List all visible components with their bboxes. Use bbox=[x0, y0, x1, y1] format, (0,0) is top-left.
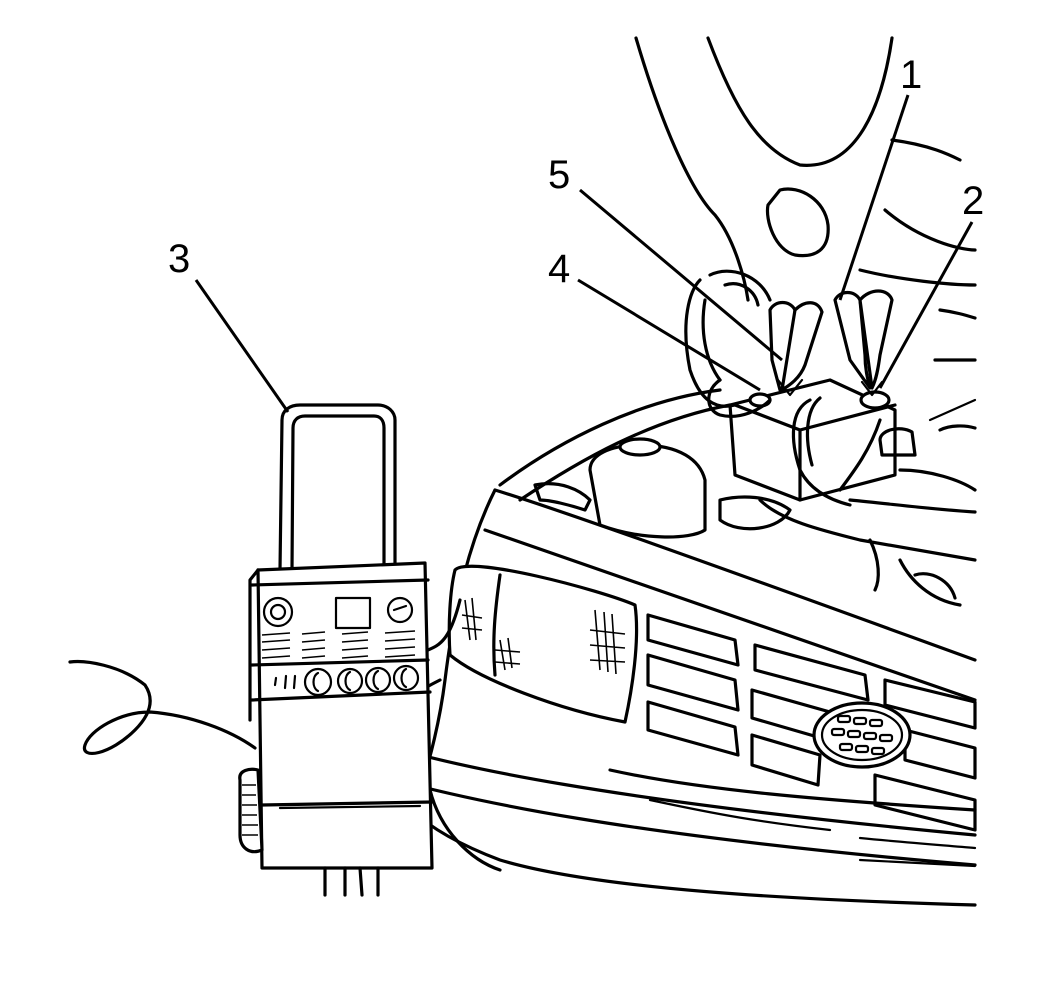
vehicle-front bbox=[376, 388, 977, 907]
leader-4 bbox=[577, 278, 761, 392]
callout-labels: 1 2 3 4 5 bbox=[168, 53, 984, 291]
front-grille bbox=[646, 613, 977, 832]
callout-1: 1 bbox=[900, 53, 922, 97]
leader-1 bbox=[838, 94, 910, 301]
charger-cables bbox=[684, 269, 882, 507]
callout-5: 5 bbox=[548, 153, 570, 197]
leader-3 bbox=[194, 279, 290, 413]
callout-2: 2 bbox=[962, 179, 984, 223]
leader-5 bbox=[579, 188, 783, 362]
battery-charger bbox=[68, 403, 462, 897]
negative-clamp bbox=[768, 300, 824, 397]
callout-4: 4 bbox=[548, 247, 570, 291]
raised-hood bbox=[634, 36, 977, 362]
callout-3: 3 bbox=[168, 237, 190, 281]
positive-clamp bbox=[833, 289, 894, 397]
leader-lines bbox=[194, 94, 974, 413]
headlamp-glare bbox=[461, 597, 626, 675]
leader-2 bbox=[878, 221, 974, 389]
